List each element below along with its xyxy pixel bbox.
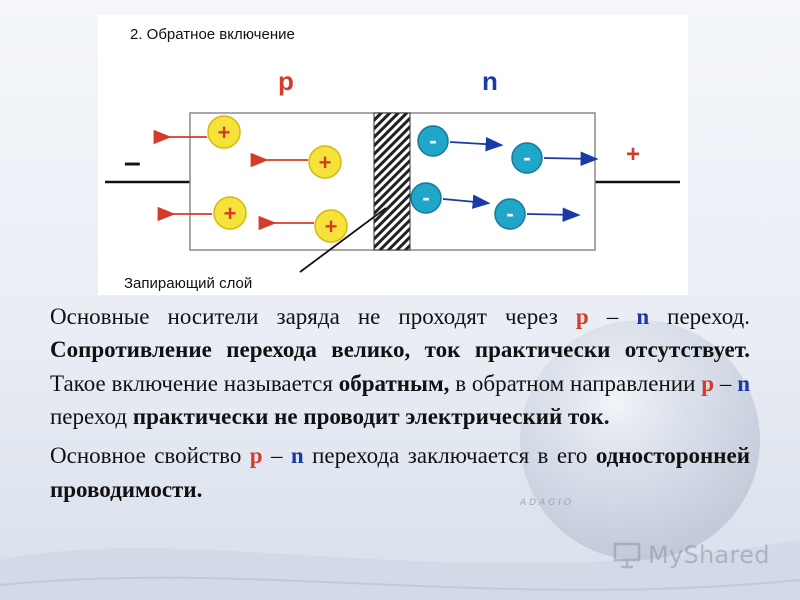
svg-text:-: - (422, 185, 429, 210)
svg-text:+: + (224, 201, 237, 226)
barrier-label: Запирающий слой (124, 275, 252, 292)
electron-arrow (543, 151, 599, 166)
svg-text:+: + (218, 120, 231, 145)
hole-carrier: + (213, 196, 247, 230)
text-segment: в обратном направлении (449, 370, 702, 396)
electron-carrier: - (410, 182, 442, 214)
bold-statement: практически не проводит электрический то… (132, 404, 610, 430)
barrier-pointer-line (299, 207, 387, 273)
adagio-watermark: ADAGIO (520, 498, 574, 508)
minus-terminal: – (124, 146, 141, 179)
text-segment: – (714, 370, 738, 396)
p-letter: p (249, 443, 263, 469)
electron-carrier: - (511, 142, 543, 174)
text-segment: Такое включение называется (50, 370, 339, 396)
depletion-layer (373, 112, 411, 251)
electron-carrier: - (417, 125, 449, 157)
p-letter: p (701, 370, 715, 396)
n-letter: n (636, 304, 650, 329)
svg-text:-: - (506, 201, 513, 226)
n-region-label: n (482, 66, 498, 96)
hole-carrier: + (314, 209, 348, 243)
myshared-watermark: MyShared (612, 538, 770, 572)
svg-text:+: + (325, 214, 338, 239)
reverse-bias-diagram: 2. Обратное включение p n – + + + + + - (105, 26, 680, 292)
hole-carrier: + (207, 115, 241, 149)
bold-term: обратным, (338, 370, 450, 396)
svg-text:+: + (319, 150, 332, 175)
n-letter: n (290, 443, 304, 469)
p-letter: p (575, 304, 589, 329)
text-segment: – (262, 443, 291, 469)
hole-carrier: + (308, 145, 342, 179)
svg-text:-: - (523, 145, 530, 170)
slide-text: Основные носители заряда не проходят чер… (50, 300, 750, 512)
n-letter: n (737, 370, 751, 396)
svg-text:-: - (429, 128, 436, 153)
plus-terminal: + (626, 141, 640, 168)
electron-arrow (442, 194, 491, 209)
p-region-label: p (278, 66, 294, 96)
paragraph-2: Основное свойство p – n перехода заключа… (50, 439, 750, 506)
text-segment: – (588, 304, 637, 329)
paragraph-1: Основные носители заряда не проходят чер… (50, 300, 750, 433)
presentation-icon (613, 542, 641, 569)
text-segment: Основное свойство (50, 443, 250, 469)
electron-arrow (526, 207, 581, 222)
electron-carrier: - (494, 198, 526, 230)
electron-arrow (449, 136, 504, 152)
text-segment: перехода заключается в его (303, 443, 596, 469)
bold-statement: односторонней проводимости. (50, 443, 750, 502)
text-segment: переход (50, 404, 133, 430)
text-segment: переход. (649, 304, 750, 329)
text-segment: Основные носители заряда не проходят чер… (50, 304, 576, 329)
bold-statement: Сопротивление перехода велико, ток практ… (50, 337, 750, 363)
diagram-title: 2. Обратное включение (130, 26, 295, 43)
watermark-text: MyShared (648, 541, 770, 569)
